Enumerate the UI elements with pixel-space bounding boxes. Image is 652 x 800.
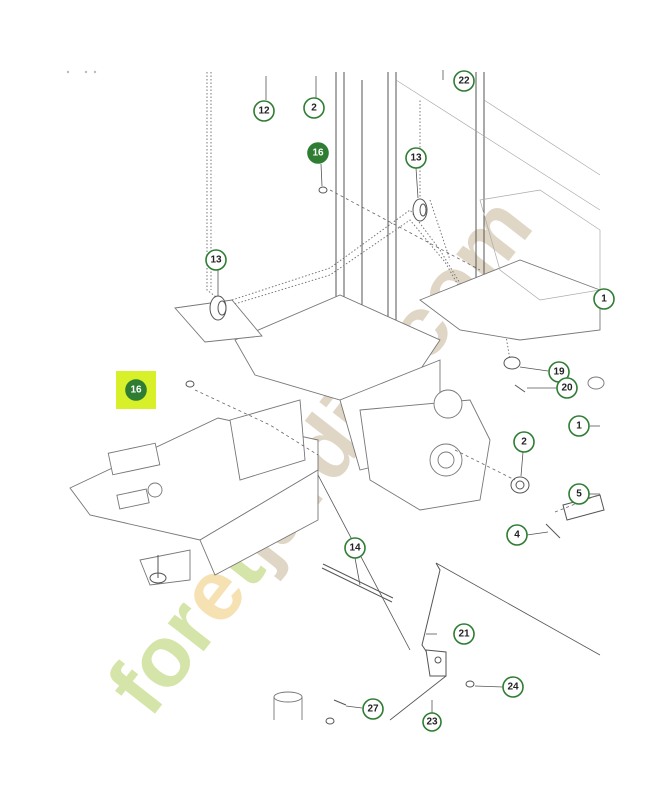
bolt-27 — [325, 699, 347, 725]
pulley-13-right — [412, 198, 428, 222]
callout-label: 5 — [576, 489, 582, 500]
callout-19[interactable]: 19 — [519, 361, 570, 383]
callout-label: 20 — [561, 383, 573, 394]
callout-1-partial[interactable]: 1 — [593, 288, 615, 310]
leader-wires — [317, 474, 601, 721]
pin-4 — [545, 523, 561, 539]
vertical-rails — [335, 72, 601, 380]
callout-label: 16 — [312, 148, 324, 159]
callout-label: 22 — [458, 76, 470, 87]
bushing-2-mid — [510, 476, 530, 494]
callout-label: 24 — [507, 682, 519, 693]
callout-label: 23 — [426, 717, 438, 728]
callout-label: 2 — [311, 103, 317, 114]
callout-label: 12 — [258, 106, 270, 117]
callout-12[interactable]: 12 — [253, 76, 275, 122]
lever-21 — [421, 562, 447, 677]
callout-16[interactable]: 16 — [307, 142, 329, 187]
callout-label: 19 — [553, 367, 565, 378]
chassis-frame — [69, 189, 601, 586]
callout-20[interactable]: 20 — [527, 377, 578, 399]
bushing-19 — [503, 356, 526, 393]
callout-label: 2 — [521, 437, 527, 448]
callout-23[interactable]: 23 — [422, 700, 442, 732]
callout-label: 14 — [349, 543, 361, 554]
washer-16 — [185, 186, 328, 388]
rod-14 — [321, 563, 394, 603]
washer-24 — [465, 680, 475, 688]
callout-label: 27 — [367, 704, 379, 715]
callout-1[interactable]: 1 — [568, 415, 600, 437]
callout-4[interactable]: 4 — [506, 524, 549, 546]
callout-5[interactable]: 5 — [568, 483, 600, 505]
callout-24[interactable]: 24 — [474, 676, 524, 698]
callout-label: 1 — [576, 421, 582, 432]
callout-2-top[interactable]: 2 — [303, 76, 325, 119]
pulley-13-left — [174, 295, 263, 343]
callout-label: 4 — [514, 530, 520, 541]
callout-13-left[interactable]: 13 — [205, 249, 227, 296]
callout-label: 13 — [410, 153, 422, 164]
highlight-label: 16 — [130, 385, 142, 396]
callout-21[interactable]: 21 — [426, 623, 475, 645]
callout-27[interactable]: 27 — [345, 698, 384, 720]
callout-13-right[interactable]: 13 — [405, 147, 427, 199]
callout-22-top[interactable]: 22 — [442, 70, 475, 92]
right-partial-tube — [587, 376, 605, 390]
alignment-lines — [194, 189, 599, 513]
top-left-artifact — [66, 70, 97, 74]
callout-2-mid[interactable]: 2 — [513, 431, 535, 477]
callout-label: 21 — [458, 629, 470, 640]
callout-label: 13 — [210, 255, 222, 266]
highlight-callout-16[interactable]: 16 — [116, 371, 156, 409]
callout-label: 1 — [601, 294, 607, 305]
callout-14[interactable]: 14 — [344, 537, 366, 586]
tube-part-bottom — [273, 691, 303, 720]
